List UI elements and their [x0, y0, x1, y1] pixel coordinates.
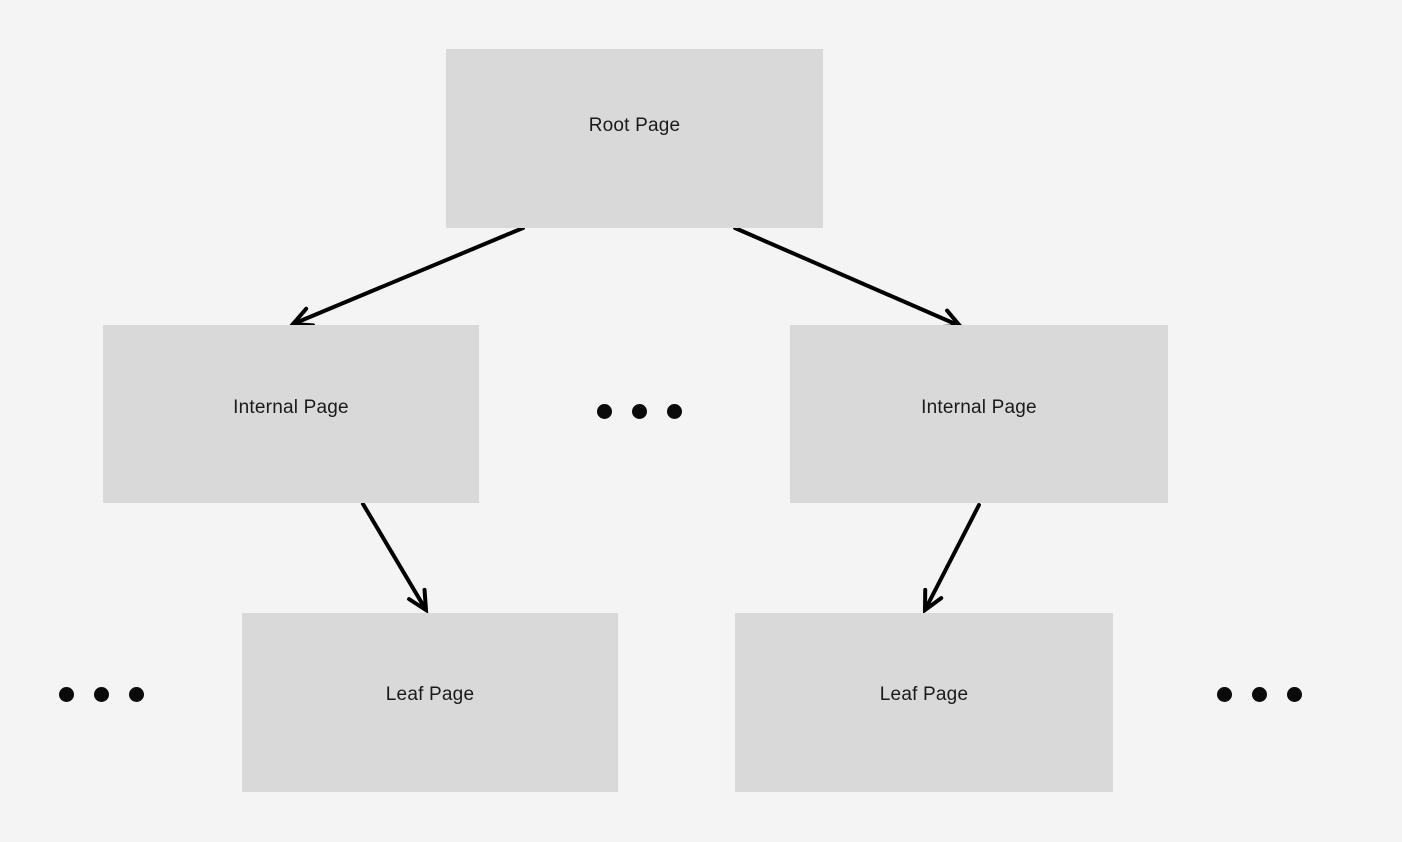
edge-root-to-internal-right — [733, 226, 960, 326]
node-leaf-page-left-label: Leaf Page — [385, 684, 475, 705]
ellipsis-dots-right — [1217, 687, 1302, 702]
dot-icon — [94, 687, 109, 702]
ellipsis-dots-middle — [597, 404, 682, 419]
node-leaf-page-right-label: Leaf Page — [879, 684, 969, 705]
edge-internal-left-to-leaf-left — [361, 502, 426, 610]
node-leaf-page-left: Leaf Page — [242, 613, 618, 792]
node-internal-page-right: Internal Page — [790, 325, 1168, 503]
edge-internal-right-to-leaf-right — [925, 503, 981, 610]
dot-icon — [129, 687, 144, 702]
node-root-page-label: Root Page — [588, 114, 681, 136]
dot-icon — [1287, 687, 1302, 702]
node-internal-page-right-label: Internal Page — [921, 396, 1037, 418]
ellipsis-dots-left — [59, 687, 144, 702]
dot-icon — [667, 404, 682, 419]
node-internal-page-left: Internal Page — [103, 325, 479, 503]
dot-icon — [597, 404, 612, 419]
dot-icon — [1252, 687, 1267, 702]
dot-icon — [1217, 687, 1232, 702]
node-leaf-page-right: Leaf Page — [735, 613, 1113, 792]
edge-root-to-internal-left — [293, 226, 525, 324]
node-root-page: Root Page — [446, 49, 823, 228]
node-internal-page-left-label: Internal Page — [233, 396, 349, 418]
dot-icon — [632, 404, 647, 419]
dot-icon — [59, 687, 74, 702]
